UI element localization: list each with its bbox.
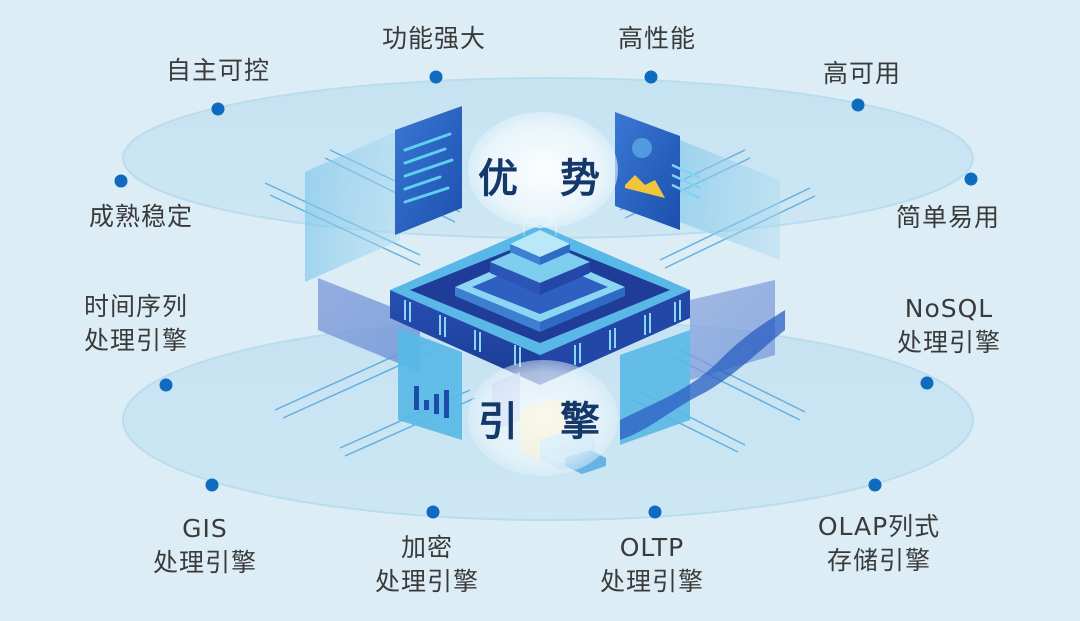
advantage-label-mature: 成熟稳定 bbox=[88, 202, 194, 231]
advantages-title: 优 势 bbox=[478, 156, 614, 202]
advantage-dot-autonomous bbox=[211, 102, 225, 116]
engine-label-olap: OLAP列式存储引擎 bbox=[817, 512, 941, 575]
advantage-label-performance: 高性能 bbox=[617, 24, 697, 53]
engine-dot-timeseries bbox=[159, 378, 173, 392]
engine-dot-encryption bbox=[426, 505, 440, 519]
engines-bubble bbox=[468, 360, 618, 476]
advantage-label-easy: 简单易用 bbox=[895, 203, 1001, 232]
advantage-dot-easy bbox=[964, 172, 978, 186]
advantage-dot-availability bbox=[851, 98, 865, 112]
engine-label-timeseries: 时间序列处理引擎 bbox=[83, 292, 189, 355]
advantage-label-powerful: 功能强大 bbox=[381, 24, 487, 53]
advantages-bubble bbox=[468, 112, 618, 228]
advantage-dot-performance bbox=[644, 70, 658, 84]
engine-label-encryption: 加密处理引擎 bbox=[374, 533, 480, 596]
advantage-label-availability: 高可用 bbox=[822, 59, 902, 88]
chip-illustration bbox=[390, 211, 690, 385]
engine-dot-nosql bbox=[920, 376, 934, 390]
engines-title: 引 擎 bbox=[478, 399, 614, 445]
engine-dot-oltp bbox=[648, 505, 662, 519]
advantage-label-autonomous: 自主可控 bbox=[165, 56, 271, 85]
engine-dot-gis bbox=[205, 478, 219, 492]
advantage-dot-powerful bbox=[429, 70, 443, 84]
engine-dot-olap bbox=[868, 478, 882, 492]
advantage-dot-mature bbox=[114, 174, 128, 188]
